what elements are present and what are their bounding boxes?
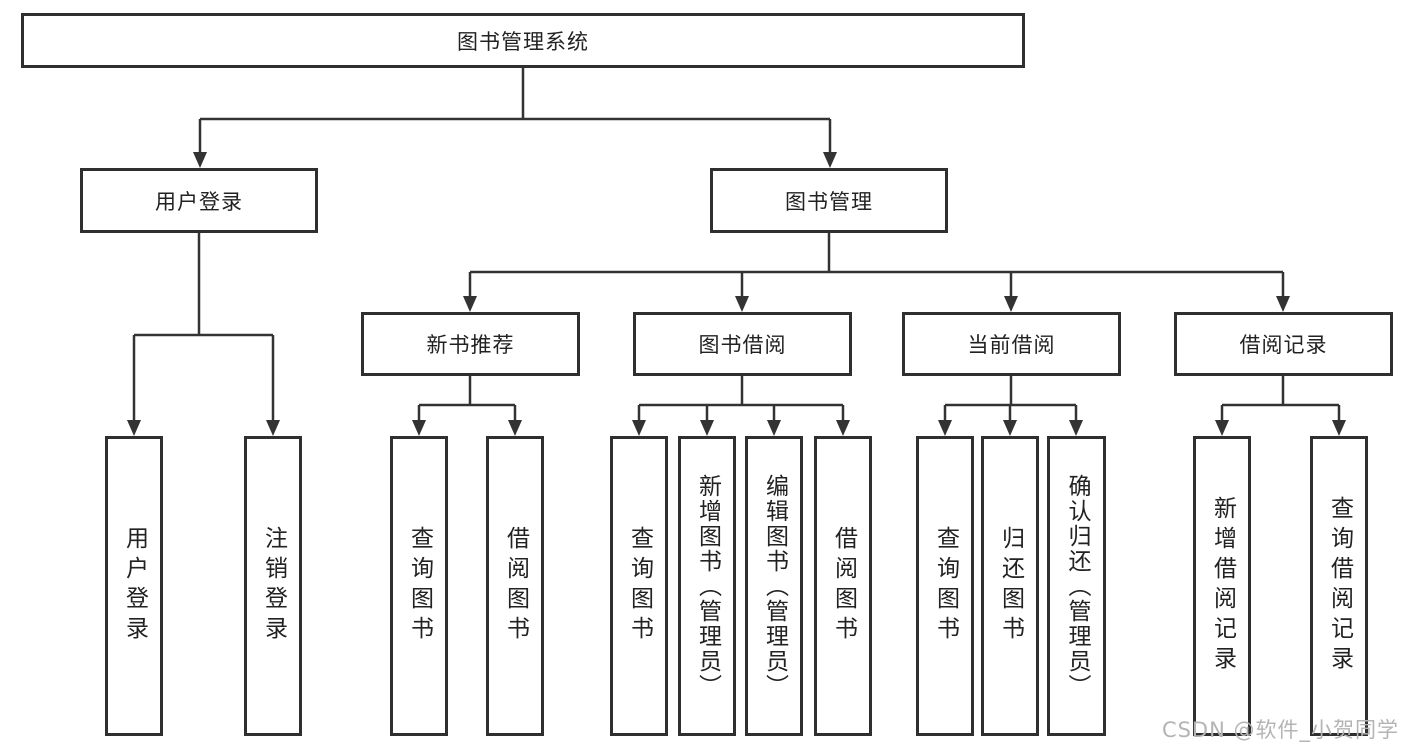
arrow-down-icon (1004, 296, 1018, 312)
node-user-login-label: 用户登录 (155, 189, 243, 214)
node-library-system: 图书管理系统 (21, 13, 1025, 68)
node-book-management-label: 图书管理 (785, 189, 873, 214)
leaf-logout-login: 注销登录 (244, 436, 302, 736)
node-user-login: 用户登录 (80, 168, 318, 233)
arrow-down-icon (632, 420, 646, 436)
node-current-borrowing: 当前借阅 (902, 312, 1121, 376)
leaf-edit-books-admin-label: 编辑图书（管理员） (761, 473, 788, 699)
arrow-down-icon (193, 152, 207, 168)
leaf-add-books-admin-label: 新增图书（管理员） (694, 473, 721, 699)
node-new-book-recommend: 新书推荐 (361, 312, 580, 376)
leaf-add-books-admin: 新增图书（管理员） (678, 436, 736, 736)
leaf-add-borrow-record-label: 新增借阅记录 (1209, 496, 1236, 676)
leaf-user-login-label: 用户登录 (121, 526, 148, 646)
leaf-query-books-borrowing-label: 查询图书 (626, 526, 653, 646)
node-new-book-recommend-label: 新书推荐 (426, 333, 515, 357)
arrow-down-icon (700, 420, 714, 436)
leaf-add-borrow-record: 新增借阅记录 (1193, 436, 1251, 736)
arrow-down-icon (1332, 420, 1346, 436)
leaf-query-borrow-record: 查询借阅记录 (1310, 436, 1368, 736)
node-book-management: 图书管理 (710, 168, 948, 233)
arrow-down-icon (836, 420, 850, 436)
node-borrowing-records-label: 借阅记录 (1239, 333, 1328, 357)
arrow-down-icon (1069, 420, 1083, 436)
arrow-down-icon (938, 420, 952, 436)
node-current-borrowing-label: 当前借阅 (967, 333, 1056, 357)
node-borrowing-records: 借阅记录 (1174, 312, 1393, 376)
leaf-query-books-current-label: 查询图书 (932, 526, 959, 646)
arrow-down-icon (127, 420, 141, 436)
arrow-down-icon (735, 296, 749, 312)
arrow-down-icon (1003, 420, 1017, 436)
leaf-query-books-current: 查询图书 (916, 436, 974, 736)
leaf-borrow-books-recommend: 借阅图书 (486, 436, 544, 736)
arrow-down-icon (508, 420, 522, 436)
arrow-down-icon (1276, 296, 1290, 312)
leaf-query-books-recommend: 查询图书 (390, 436, 448, 736)
leaf-query-books-borrowing: 查询图书 (610, 436, 668, 736)
watermark-text: CSDN @软件_小贺同学 (1161, 718, 1399, 742)
arrow-down-icon (1215, 420, 1229, 436)
leaf-user-login: 用户登录 (105, 436, 163, 736)
leaf-logout-login-label: 注销登录 (260, 526, 287, 646)
arrow-down-icon (266, 420, 280, 436)
leaf-return-books: 归还图书 (981, 436, 1039, 736)
leaf-edit-books-admin: 编辑图书（管理员） (745, 436, 803, 736)
leaf-query-borrow-record-label: 查询借阅记录 (1326, 496, 1353, 676)
arrow-down-icon (412, 420, 426, 436)
arrow-down-icon (463, 296, 477, 312)
leaf-return-books-label: 归还图书 (997, 526, 1024, 646)
leaf-borrow-books-borrowing-label: 借阅图书 (830, 526, 857, 646)
leaf-query-books-recommend-label: 查询图书 (406, 526, 433, 646)
leaf-confirm-return-admin-label: 确认归还（管理员） (1064, 473, 1090, 699)
connector-paths (132, 68, 1341, 422)
arrow-down-icon (767, 420, 781, 436)
leaf-borrow-books-borrowing: 借阅图书 (814, 436, 872, 736)
arrow-down-icon (823, 152, 837, 168)
node-book-borrowing-label: 图书借阅 (698, 333, 787, 357)
node-book-borrowing: 图书借阅 (633, 312, 852, 376)
arrowhead-icons (127, 152, 1346, 436)
node-library-system-label: 图书管理系统 (457, 29, 589, 54)
leaf-confirm-return-admin: 确认归还（管理员） (1047, 436, 1106, 736)
leaf-borrow-books-recommend-label: 借阅图书 (502, 526, 529, 646)
